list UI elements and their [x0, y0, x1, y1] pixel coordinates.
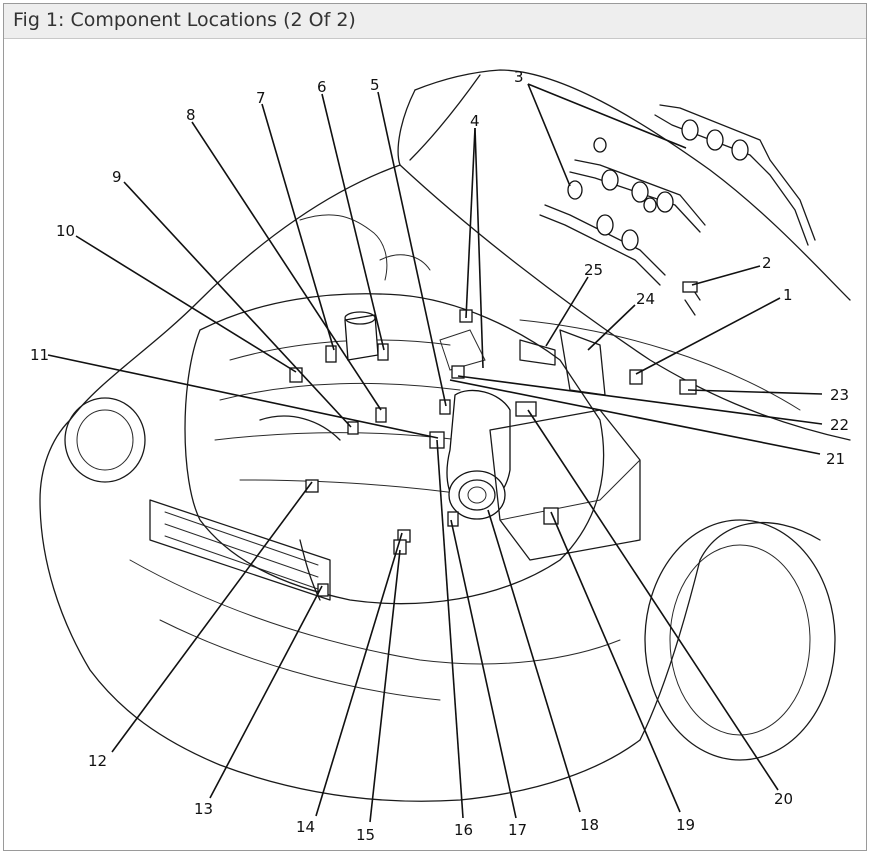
callout-7: 7 — [256, 89, 266, 107]
callout-25: 25 — [584, 261, 603, 279]
callout-11: 11 — [30, 346, 49, 364]
figure-title: Fig 1: Component Locations (2 Of 2) — [13, 9, 356, 31]
callout-labels: 1 2 3 4 5 6 7 8 9 10 11 12 13 14 15 16 1… — [30, 68, 849, 844]
callout-2: 2 — [762, 254, 772, 272]
callout-12: 12 — [88, 752, 107, 770]
callout-3: 3 — [514, 68, 524, 86]
callout-leaders — [47, 83, 823, 823]
callout-22: 22 — [830, 416, 849, 434]
callout-10: 10 — [56, 222, 75, 240]
fuel-injector-rails — [539, 104, 816, 316]
callout-9: 9 — [112, 168, 122, 186]
callout-14: 14 — [296, 818, 315, 836]
callout-6: 6 — [317, 78, 327, 96]
callout-20: 20 — [774, 790, 793, 808]
callout-24: 24 — [636, 290, 655, 308]
callout-13: 13 — [194, 800, 213, 818]
callout-15: 15 — [356, 826, 375, 844]
callout-5: 5 — [370, 76, 380, 94]
callout-1: 1 — [783, 286, 793, 304]
callout-21: 21 — [826, 450, 845, 468]
callout-8: 8 — [186, 106, 196, 124]
callout-19: 19 — [676, 816, 695, 834]
callout-17: 17 — [508, 821, 527, 839]
callout-16: 16 — [454, 821, 473, 839]
callout-23: 23 — [830, 386, 849, 404]
callout-4: 4 — [470, 112, 480, 130]
callout-18: 18 — [580, 816, 599, 834]
figure-title-bar: Fig 1: Component Locations (2 Of 2) — [4, 4, 866, 39]
